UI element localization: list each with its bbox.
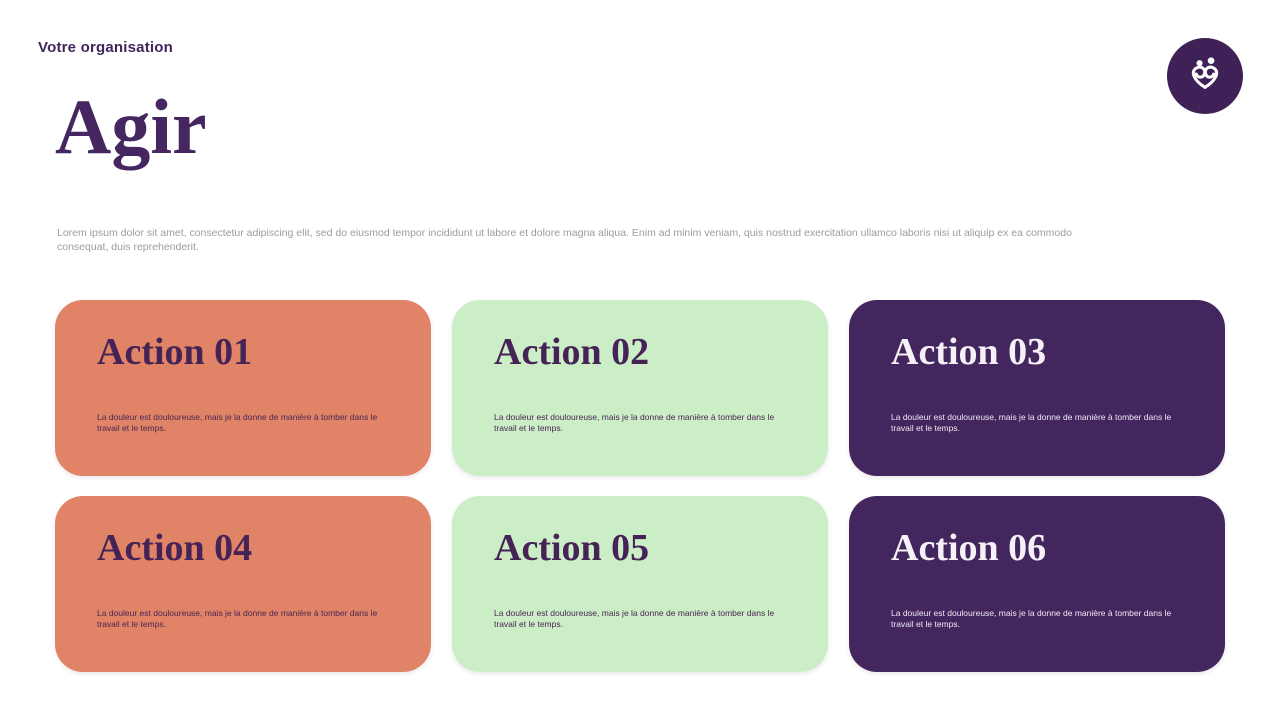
action-card-5[interactable]: Action 05 La douleur est douloureuse, ma… (452, 496, 828, 672)
page-title: Agir (55, 83, 207, 170)
card-title: Action 04 (97, 527, 253, 569)
card-title: Action 03 (891, 331, 1047, 373)
family-heart-icon (1182, 51, 1228, 102)
card-body: La douleur est douloureuse, mais je la d… (97, 412, 378, 434)
card-title: Action 01 (97, 331, 253, 373)
card-body: La douleur est douloureuse, mais je la d… (891, 412, 1172, 434)
action-card-2[interactable]: Action 02 La douleur est douloureuse, ma… (452, 300, 828, 476)
action-card-1[interactable]: Action 01 La douleur est douloureuse, ma… (55, 300, 431, 476)
card-title: Action 02 (494, 331, 650, 373)
card-title: Action 05 (494, 527, 650, 569)
card-body: La douleur est douloureuse, mais je la d… (97, 608, 378, 630)
action-card-3[interactable]: Action 03 La douleur est douloureuse, ma… (849, 300, 1225, 476)
intro-paragraph: Lorem ipsum dolor sit amet, consectetur … (57, 227, 1072, 253)
logo-badge (1167, 38, 1243, 114)
card-title: Action 06 (891, 527, 1047, 569)
card-body: La douleur est douloureuse, mais je la d… (494, 608, 775, 630)
action-card-4[interactable]: Action 04 La douleur est douloureuse, ma… (55, 496, 431, 672)
action-cards-grid: Action 01 La douleur est douloureuse, ma… (55, 300, 1225, 672)
card-body: La douleur est douloureuse, mais je la d… (494, 412, 775, 434)
action-card-6[interactable]: Action 06 La douleur est douloureuse, ma… (849, 496, 1225, 672)
organisation-label: Votre organisation (38, 39, 174, 56)
card-body: La douleur est douloureuse, mais je la d… (891, 608, 1172, 630)
